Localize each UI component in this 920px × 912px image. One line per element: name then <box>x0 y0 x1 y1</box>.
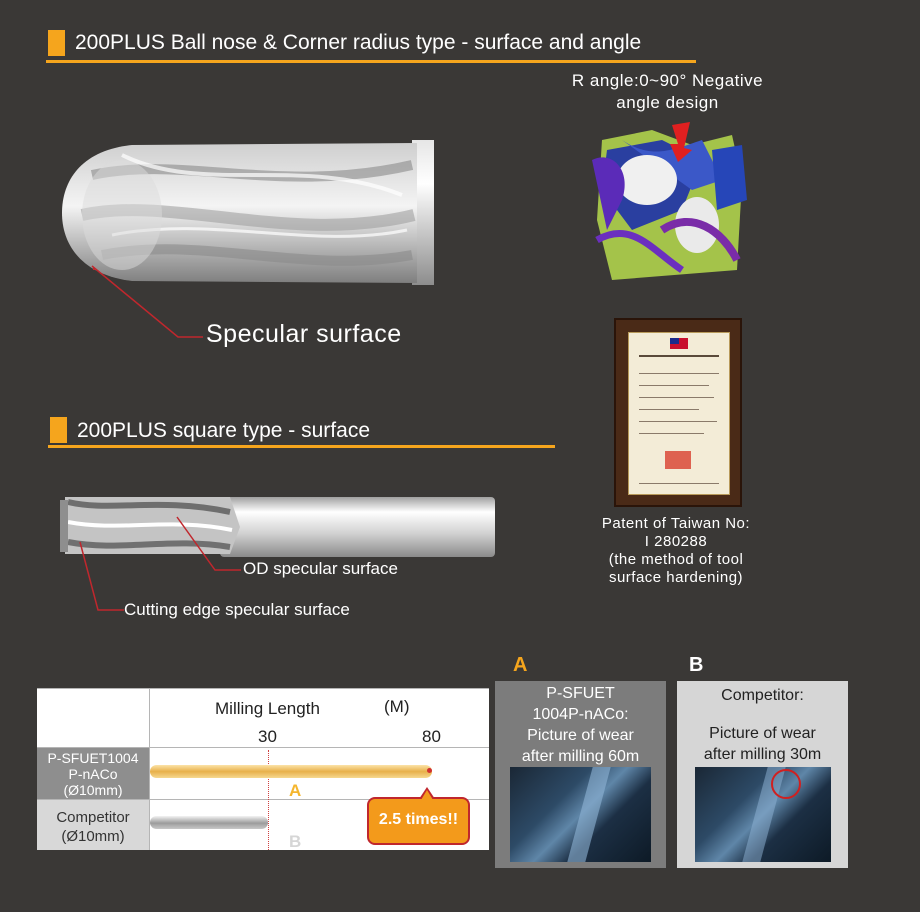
wear-a-letter: A <box>513 654 528 676</box>
wear-a-caption: P-SFUET 1004P-nACo: Picture of wear afte… <box>495 683 666 767</box>
row-b-header: Competitor (Ø10mm) <box>37 800 149 850</box>
angle-caption-line1: R angle:0~90° Negative <box>571 71 764 90</box>
section2-title: 200PLUS square type - surface <box>77 419 370 442</box>
wear-a-line2: 1004P-nACo: <box>532 706 629 723</box>
wear-b-line3: after milling 30m <box>703 746 822 763</box>
wear-a-line3: Picture of wear <box>527 727 634 744</box>
patent-caption: Patent of Taiwan No: I 280288 (the metho… <box>565 515 787 587</box>
times-badge: 2.5 times!! <box>367 787 470 845</box>
wear-b-line2: Picture of wear <box>709 725 816 742</box>
cutting-edge-leader <box>79 541 124 611</box>
wear-b-letter: B <box>689 654 704 676</box>
row-b-name-line2: (Ø10mm) <box>61 828 125 845</box>
row-a-name-line3: (Ø10mm) <box>63 782 123 798</box>
wear-a-panel: P-SFUET 1004P-nACo: Picture of wear afte… <box>495 681 666 868</box>
ball-nose-endmill-image <box>62 140 434 285</box>
bar-b-tag: B <box>289 832 302 851</box>
section1-title: 200PLUS Ball nose & Corner radius type -… <box>75 31 642 54</box>
specular-surface-leader-line <box>91 265 203 338</box>
specular-surface-leader <box>93 268 95 270</box>
row-a-name-line1: P-SFUET1004 <box>47 750 139 766</box>
patent-line1: Patent of Taiwan No: <box>601 515 751 532</box>
wear-a-photo <box>510 767 651 862</box>
row-a-header: P-SFUET1004 P-nACo (Ø10mm) <box>37 748 149 799</box>
angle-caption-line2: angle design <box>616 93 719 112</box>
cutting-edge-label: Cutting edge specular surface <box>124 600 350 619</box>
section2-underline <box>48 445 555 448</box>
section2-marker <box>50 417 67 443</box>
wear-a-line1: P-SFUET <box>546 685 615 702</box>
patent-certificate-paper <box>628 332 730 495</box>
od-surface-label: OD specular surface <box>243 559 398 578</box>
bar-a-end-dot <box>427 768 432 773</box>
ball-nose-shank <box>412 140 434 285</box>
taiwan-flag-icon <box>670 338 688 349</box>
bar-b <box>150 816 268 829</box>
milling-length-table: Milling Length (M) 30 80 P-SFUET1004 P-n… <box>37 688 489 851</box>
patent-line2: I 280288 <box>644 533 708 550</box>
tick-30-guide <box>268 750 269 850</box>
angle-caption: R angle:0~90° Negative angle design <box>535 70 800 114</box>
section1-marker <box>48 30 65 56</box>
bar-a-tag: A <box>289 781 302 800</box>
patent-line3: (the method of tool <box>608 551 744 568</box>
section1-underline <box>46 60 696 63</box>
bar-a <box>150 765 432 778</box>
wear-b-panel: Competitor: Picture of wear after millin… <box>677 681 848 868</box>
wear-b-line1: Competitor: <box>721 687 804 704</box>
patent-line4: surface hardening) <box>608 569 744 586</box>
square-endmill-shank <box>220 497 495 557</box>
row-a-name-line2: P-nACo <box>68 766 118 782</box>
patent-certificate-frame <box>614 318 742 507</box>
milling-length-title: Milling Length <box>215 699 320 718</box>
wear-a-line4: after milling 60m <box>521 748 640 765</box>
wear-spot-circle <box>771 769 801 799</box>
square-endmill-image <box>60 497 495 557</box>
wear-b-photo <box>695 767 831 862</box>
wear-b-caption: Competitor: Picture of wear after millin… <box>677 685 848 765</box>
negative-angle-render <box>592 120 752 280</box>
row-b-name-line1: Competitor <box>56 809 130 826</box>
od-surface-leader <box>176 516 241 571</box>
tick-80: 80 <box>422 727 441 746</box>
tick-30: 30 <box>258 727 277 746</box>
times-badge-text: 2.5 times!! <box>378 811 459 828</box>
specular-surface-label: Specular surface <box>206 320 402 348</box>
milling-length-unit: (M) <box>384 697 410 716</box>
red-arrow-icon <box>670 122 692 162</box>
patent-seal-icon <box>665 451 691 469</box>
